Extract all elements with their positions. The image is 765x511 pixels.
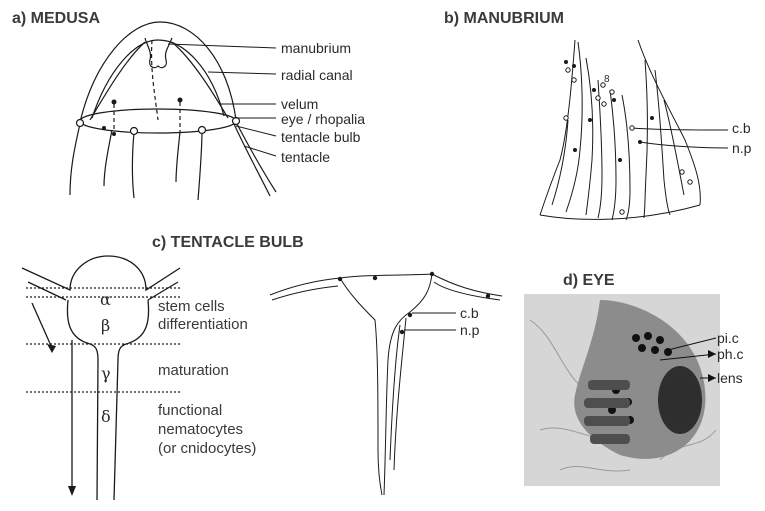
pigment-granule <box>651 346 659 354</box>
eye-lens-label: lens <box>717 370 743 386</box>
eye-pic-label: pi.c <box>717 330 739 346</box>
lens-shape <box>658 366 702 434</box>
pigment-granule <box>644 332 652 340</box>
eye-phc-label: ph.c <box>717 346 743 362</box>
pigment-granule <box>638 344 646 352</box>
photoreceptor-cell <box>590 434 630 444</box>
pigment-granule <box>656 336 664 344</box>
photoreceptor-cell <box>584 416 630 426</box>
pigment-granule <box>632 334 640 342</box>
photoreceptor-cell <box>584 398 630 408</box>
photoreceptor-cell <box>588 380 630 390</box>
